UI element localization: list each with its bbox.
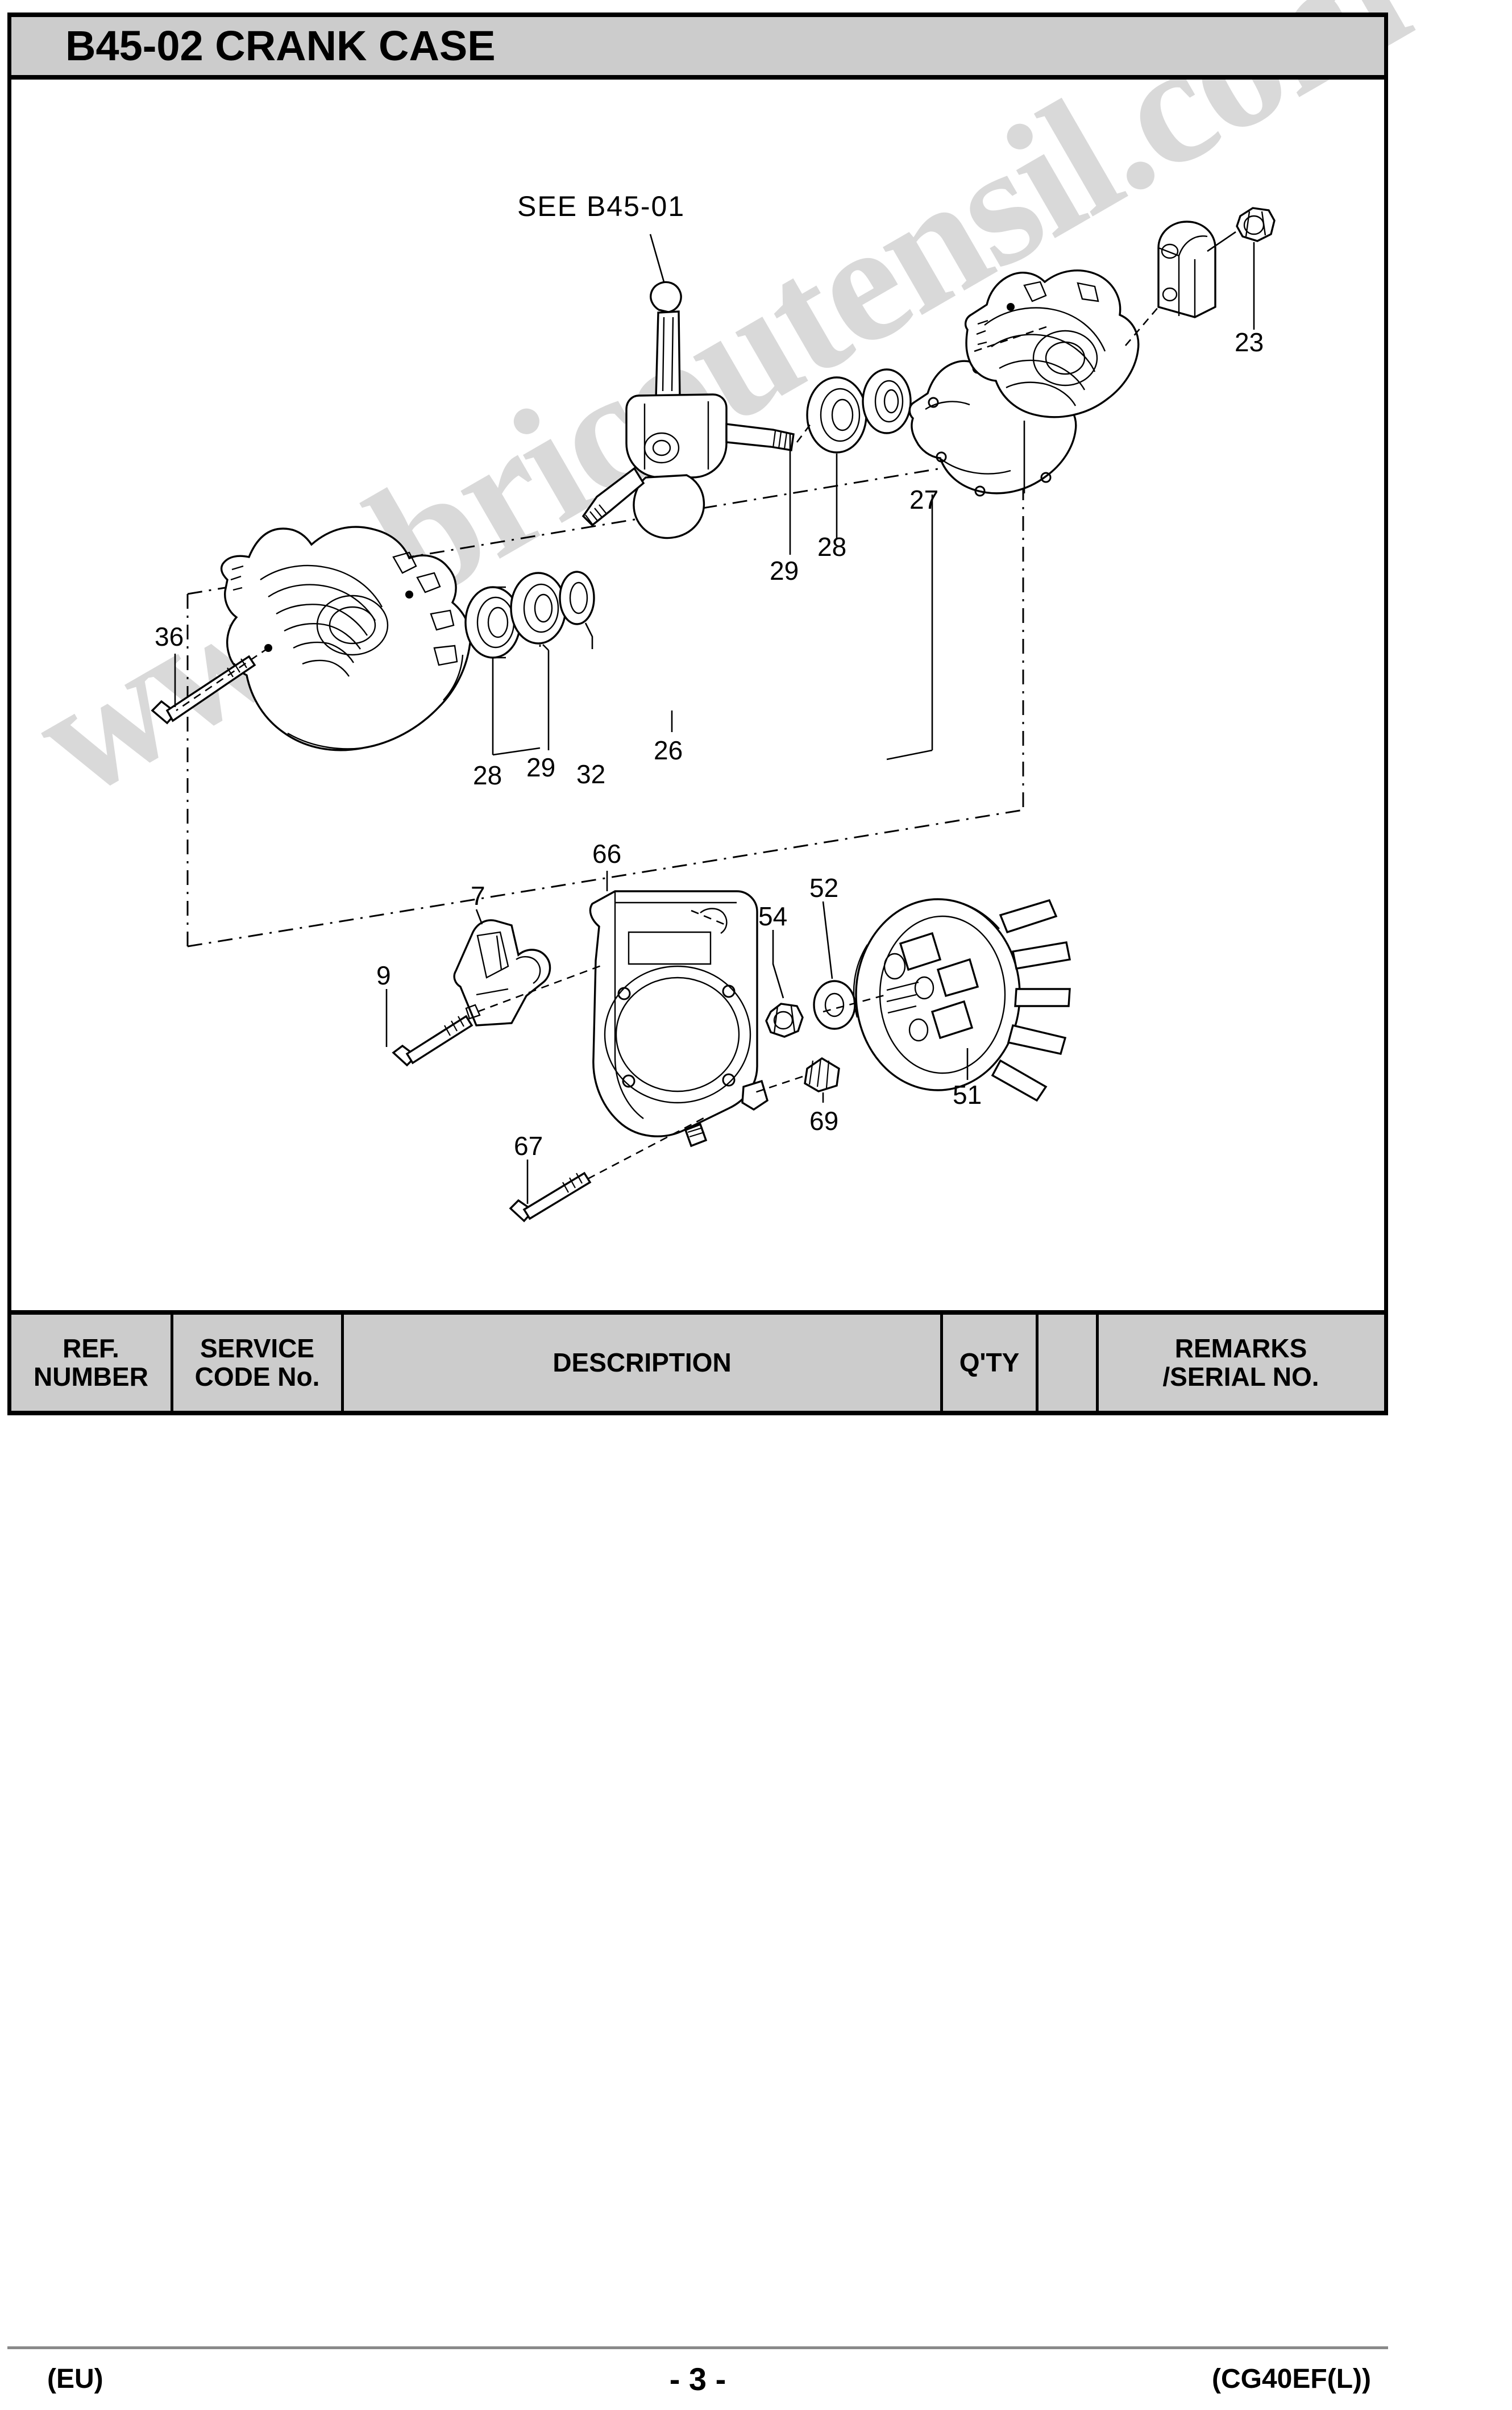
diagram-svg: SEE B45-01 23 27 28 29 28 29 32 36 26 66… — [151, 190, 1276, 1223]
callout-23: 23 — [1235, 327, 1264, 357]
ball-bearing-28-left-part — [464, 586, 521, 659]
callout-26: 26 — [654, 736, 683, 765]
callout-29-right: 29 — [770, 556, 799, 585]
section-title-bar: B45-02 CRANK CASE — [7, 13, 1388, 80]
callout-36: 36 — [155, 622, 184, 651]
parts-table: REF. NUMBER SERVICE CODE No. DESCRIPTION… — [7, 1310, 1388, 1415]
page-title: B45-02 CRANK CASE — [65, 22, 496, 69]
column-header-remarks: REMARKS /SERIAL NO. — [1099, 1315, 1383, 1411]
col-qty-line1: Q'TY — [959, 1347, 1020, 1377]
col-desc-line1: DESCRIPTION — [553, 1347, 732, 1377]
ball-bearing-28-right-part — [806, 376, 867, 454]
column-header-ref-number: REF. NUMBER — [11, 1315, 173, 1411]
crankcase-right-half-part — [964, 269, 1140, 418]
callout-54: 54 — [758, 901, 787, 931]
col-ref-line1: REF. — [63, 1333, 119, 1363]
oil-seal-29-right-part — [862, 368, 912, 434]
column-header-description: DESCRIPTION — [344, 1315, 943, 1411]
bolt-36-part — [151, 655, 256, 725]
callout-28-right: 28 — [817, 532, 846, 562]
nut-54-part — [765, 1003, 804, 1038]
callout-28-left: 28 — [473, 761, 502, 790]
nut-23-part — [1236, 207, 1276, 242]
crankshaft-assembly-part — [581, 281, 795, 539]
crank-clamp-part — [1157, 221, 1216, 318]
flywheel-51-part — [853, 898, 1071, 1102]
callout-29-left: 29 — [526, 753, 555, 782]
col-rem-line2: /SERIAL NO. — [1162, 1361, 1319, 1391]
col-code-line2: CODE No. — [194, 1361, 320, 1391]
column-header-service-code: SERVICE CODE No. — [173, 1315, 344, 1411]
bracket-7-part — [453, 919, 551, 1027]
footer-model-code: (CG40EF(L)) — [1212, 2363, 1371, 2394]
callout-69: 69 — [809, 1106, 838, 1136]
crankcase-left-half-part — [220, 526, 472, 751]
page-footer: (EU) - 3 - (CG40EF(L)) — [7, 2359, 1388, 2399]
callout-27: 27 — [909, 485, 938, 514]
footer-divider — [7, 2346, 1388, 2349]
see-reference-label: SEE B45-01 — [517, 190, 685, 222]
col-rem-line1: REMARKS — [1174, 1333, 1307, 1363]
bolt-9-part — [392, 1015, 473, 1067]
footer-region-code: (EU) — [47, 2363, 103, 2394]
callout-52: 52 — [809, 873, 838, 903]
parts-table-header-row: REF. NUMBER SERVICE CODE No. DESCRIPTION… — [7, 1310, 1388, 1415]
callout-32: 32 — [576, 759, 605, 789]
col-code-line1: SERVICE — [200, 1333, 315, 1363]
bolt-67-part — [509, 1171, 592, 1223]
column-header-qty: Q'TY — [943, 1315, 1039, 1411]
leader-lines — [174, 231, 1255, 1204]
washer-32-part — [559, 571, 595, 625]
col-ref-line2: NUMBER — [34, 1361, 148, 1391]
callout-51: 51 — [953, 1080, 982, 1110]
callout-9: 9 — [376, 961, 391, 990]
bolt-69-part — [804, 1057, 840, 1092]
callout-66: 66 — [592, 839, 621, 869]
oil-seal-29-left-part — [510, 572, 567, 645]
assembly-boundary-26 — [186, 454, 1024, 948]
callout-67: 67 — [514, 1131, 543, 1161]
column-header-blank — [1039, 1315, 1099, 1411]
fan-cover-66-part — [589, 890, 769, 1148]
washer-52-part — [813, 980, 856, 1030]
callout-7: 7 — [471, 881, 485, 911]
footer-page-number: - 3 - — [669, 2361, 726, 2397]
callout-labels: SEE B45-01 23 27 28 29 28 29 32 36 26 66… — [155, 190, 1264, 1161]
exploded-parts-diagram: SEE B45-01 23 27 28 29 28 29 32 36 26 66… — [11, 80, 1384, 1310]
